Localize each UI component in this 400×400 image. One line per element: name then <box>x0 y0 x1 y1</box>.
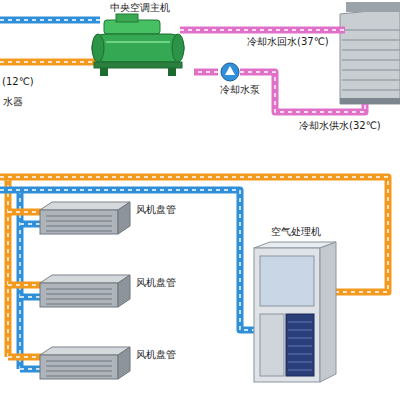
unit-label: 风机盘管 <box>136 204 182 216</box>
pipe-label: 水器 <box>2 96 24 108</box>
air-handler-node: 空气处理机 <box>248 226 344 386</box>
air-handling-unit <box>248 226 340 386</box>
fan-coil-node: 风机盘管 <box>38 200 182 236</box>
unit-label: 风机盘管 <box>136 349 182 361</box>
chiller-unit <box>86 2 190 86</box>
cooling-pipe <box>194 69 218 76</box>
unit-label: 空气处理机 <box>248 226 344 238</box>
chiller-node: 中央空调主机 <box>86 2 194 86</box>
cooling-tower <box>340 2 400 104</box>
fan-coil-node: 风机盘管 <box>38 345 182 381</box>
unit-label: 冷却水泵 <box>220 84 270 96</box>
unit-label: 中央空调主机 <box>86 2 194 14</box>
pipe-label: 冷却水供水(32℃) <box>298 120 382 132</box>
pump-node: 冷却水泵 <box>218 62 270 98</box>
pipe-label: (12℃) <box>1 76 35 88</box>
unit-label: 风机盘管 <box>136 277 182 289</box>
fan-coil-node: 风机盘管 <box>38 273 182 309</box>
pipe-label: 冷却水回水(37℃) <box>246 36 330 48</box>
pipe-dash <box>194 71 218 72</box>
